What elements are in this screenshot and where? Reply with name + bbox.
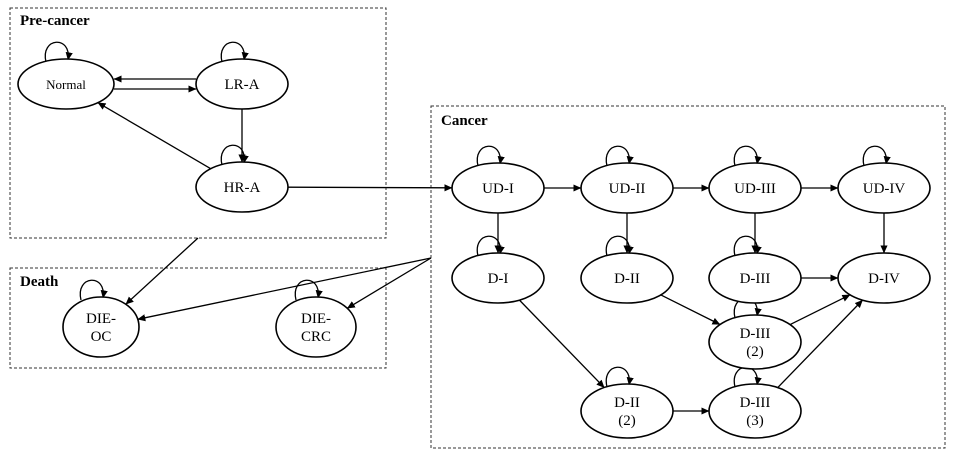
self-loop-d3 [733,235,762,257]
node-normal-label-line-0: Normal [46,77,86,92]
node-ud1-shape [451,162,545,214]
node-d3-label-line-0: D-III [740,271,771,287]
node-dieoc: DIE- OC [62,296,140,358]
self-loop-d2b [605,366,634,388]
edge-hra-to-normal [97,102,212,170]
node-d2-shape [580,252,674,304]
self-loop-lra [220,41,249,63]
node-ud3-label-line-0: UD-III [734,181,776,197]
node-d4-shape [837,252,931,304]
node-ud1: UD-I [451,162,545,214]
group-cancer: Cancer [430,105,946,449]
node-dieoc-label-line-0: DIE- [86,311,116,327]
node-d2-label-line-0: D-II [614,271,640,287]
node-ud2: UD-II [580,162,674,214]
node-diecrc-label-line-0: DIE- [301,311,331,327]
node-d2b-label-line-0: D-II [614,395,640,411]
node-ud1-label-line-0: UD-I [482,181,514,197]
edge-d1-to-d2b [518,299,605,388]
node-hra: HR-A [195,161,289,213]
node-dieoc-shape [62,296,140,358]
self-loop-ud2 [605,145,634,167]
node-diecrc: DIE- CRC [275,296,357,358]
node-ud3-shape [708,162,802,214]
self-loop-hra [220,144,249,166]
self-loop-ud1 [476,145,505,167]
self-loop-normal [44,41,73,63]
group-precancer-label: Pre-cancer [20,13,90,29]
node-d2b-shape [580,383,674,439]
node-d4: D-IV [837,252,931,304]
self-loop-diecrc [294,279,323,301]
node-ud2-label-line-0: UD-II [609,181,646,197]
node-lra-shape [195,58,289,110]
group-death: Death [9,267,387,369]
self-loop-d2 [605,235,634,257]
self-loop-d1 [476,235,505,257]
node-diecrc-shape [275,296,357,358]
self-loop-ud4 [862,145,891,167]
node-d3b-shape [708,314,802,370]
node-hra-label-line-0: HR-A [224,180,261,196]
node-d3c: D-III (3) [708,383,802,439]
node-lra: LR-A [195,58,289,110]
group-precancer-box [9,7,387,239]
group-precancer: Pre-cancer [9,7,387,239]
node-d1-shape [451,252,545,304]
node-ud3: UD-III [708,162,802,214]
group-cancer-box [430,105,946,449]
node-d3b-label-line-1: (2) [746,344,764,360]
node-ud2-shape [580,162,674,214]
node-normal-shape [17,58,115,110]
node-d3c-label-line-0: D-III [740,395,771,411]
nodes-layer: Normal LR-A HR-A DIE- OC DIE- CRC UD-I UD-II UD-I… [17,58,931,439]
group-death-box [9,267,387,369]
edge-precancer-to-dieoc [125,237,199,305]
node-diecrc-label-line-1: CRC [301,329,331,345]
node-lra-label-line-0: LR-A [225,77,260,93]
node-ud4: UD-IV [837,162,931,214]
group-death-label: Death [20,274,59,290]
node-normal: Normal [17,58,115,110]
node-dieoc-label-line-1: OC [91,329,112,345]
edge-d2-to-d3b [660,294,721,326]
node-d2b-label-line-1: (2) [618,413,636,429]
edge-hra-to-ud1 [287,184,453,192]
node-hra-shape [195,161,289,213]
node-d4-label-line-0: D-IV [868,271,900,287]
node-ud4-label-line-0: UD-IV [863,181,906,197]
self-loop-ud3 [733,145,762,167]
node-d3c-shape [708,383,802,439]
node-d3c-label-line-1: (3) [746,413,764,429]
node-d3-shape [708,252,802,304]
edge-d3b-to-d4 [789,294,851,326]
node-d1-label-line-0: D-I [488,271,509,287]
edges-layer [97,75,888,415]
node-d2b: D-II (2) [580,383,674,439]
node-d3b: D-III (2) [708,314,802,370]
node-d3: D-III [708,252,802,304]
node-d2: D-II [580,252,674,304]
edge-cancer-to-diecrc [346,257,432,309]
edge-cancer-to-dieoc [137,257,432,322]
edge-d3c-to-d4 [777,299,864,388]
node-ud4-shape [837,162,931,214]
node-d3b-label-line-0: D-III [740,326,771,342]
node-d1: D-I [451,252,545,304]
self-loop-dieoc [79,279,108,301]
group-cancer-label: Cancer [441,113,488,129]
